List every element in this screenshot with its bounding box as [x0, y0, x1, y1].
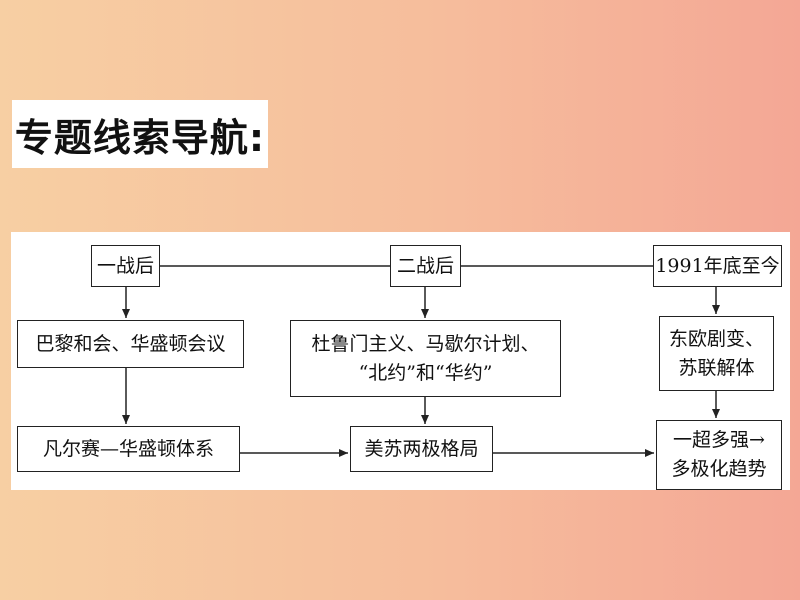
node-us-soviet-bipolar: 美苏两极格局 [350, 426, 493, 472]
timeline-diagram: 一战后 二战后 1991年底至今 巴黎和会、华盛顿会议 杜鲁门主义、马歇尔计划、… [11, 232, 790, 490]
node-versailles-washington-system: 凡尔赛—华盛顿体系 [17, 426, 240, 472]
node-1991-to-present: 1991年底至今 [653, 245, 782, 287]
page-title: 专题线索导航: [12, 100, 268, 168]
node-paris-washington-conferences: 巴黎和会、华盛顿会议 [17, 320, 244, 368]
node-multipolar-trend: 一超多强→ 多极化趋势 [656, 420, 782, 490]
node-truman-marshall-nato-warsaw: 杜鲁门主义、马歇尔计划、 “北约”和“华约” [290, 320, 561, 397]
node-after-ww2: 二战后 [390, 245, 461, 287]
node-eastern-europe-soviet-collapse: 东欧剧变、 苏联解体 [659, 316, 774, 391]
node-after-ww1: 一战后 [91, 245, 160, 287]
connector-lines [122, 265, 720, 457]
